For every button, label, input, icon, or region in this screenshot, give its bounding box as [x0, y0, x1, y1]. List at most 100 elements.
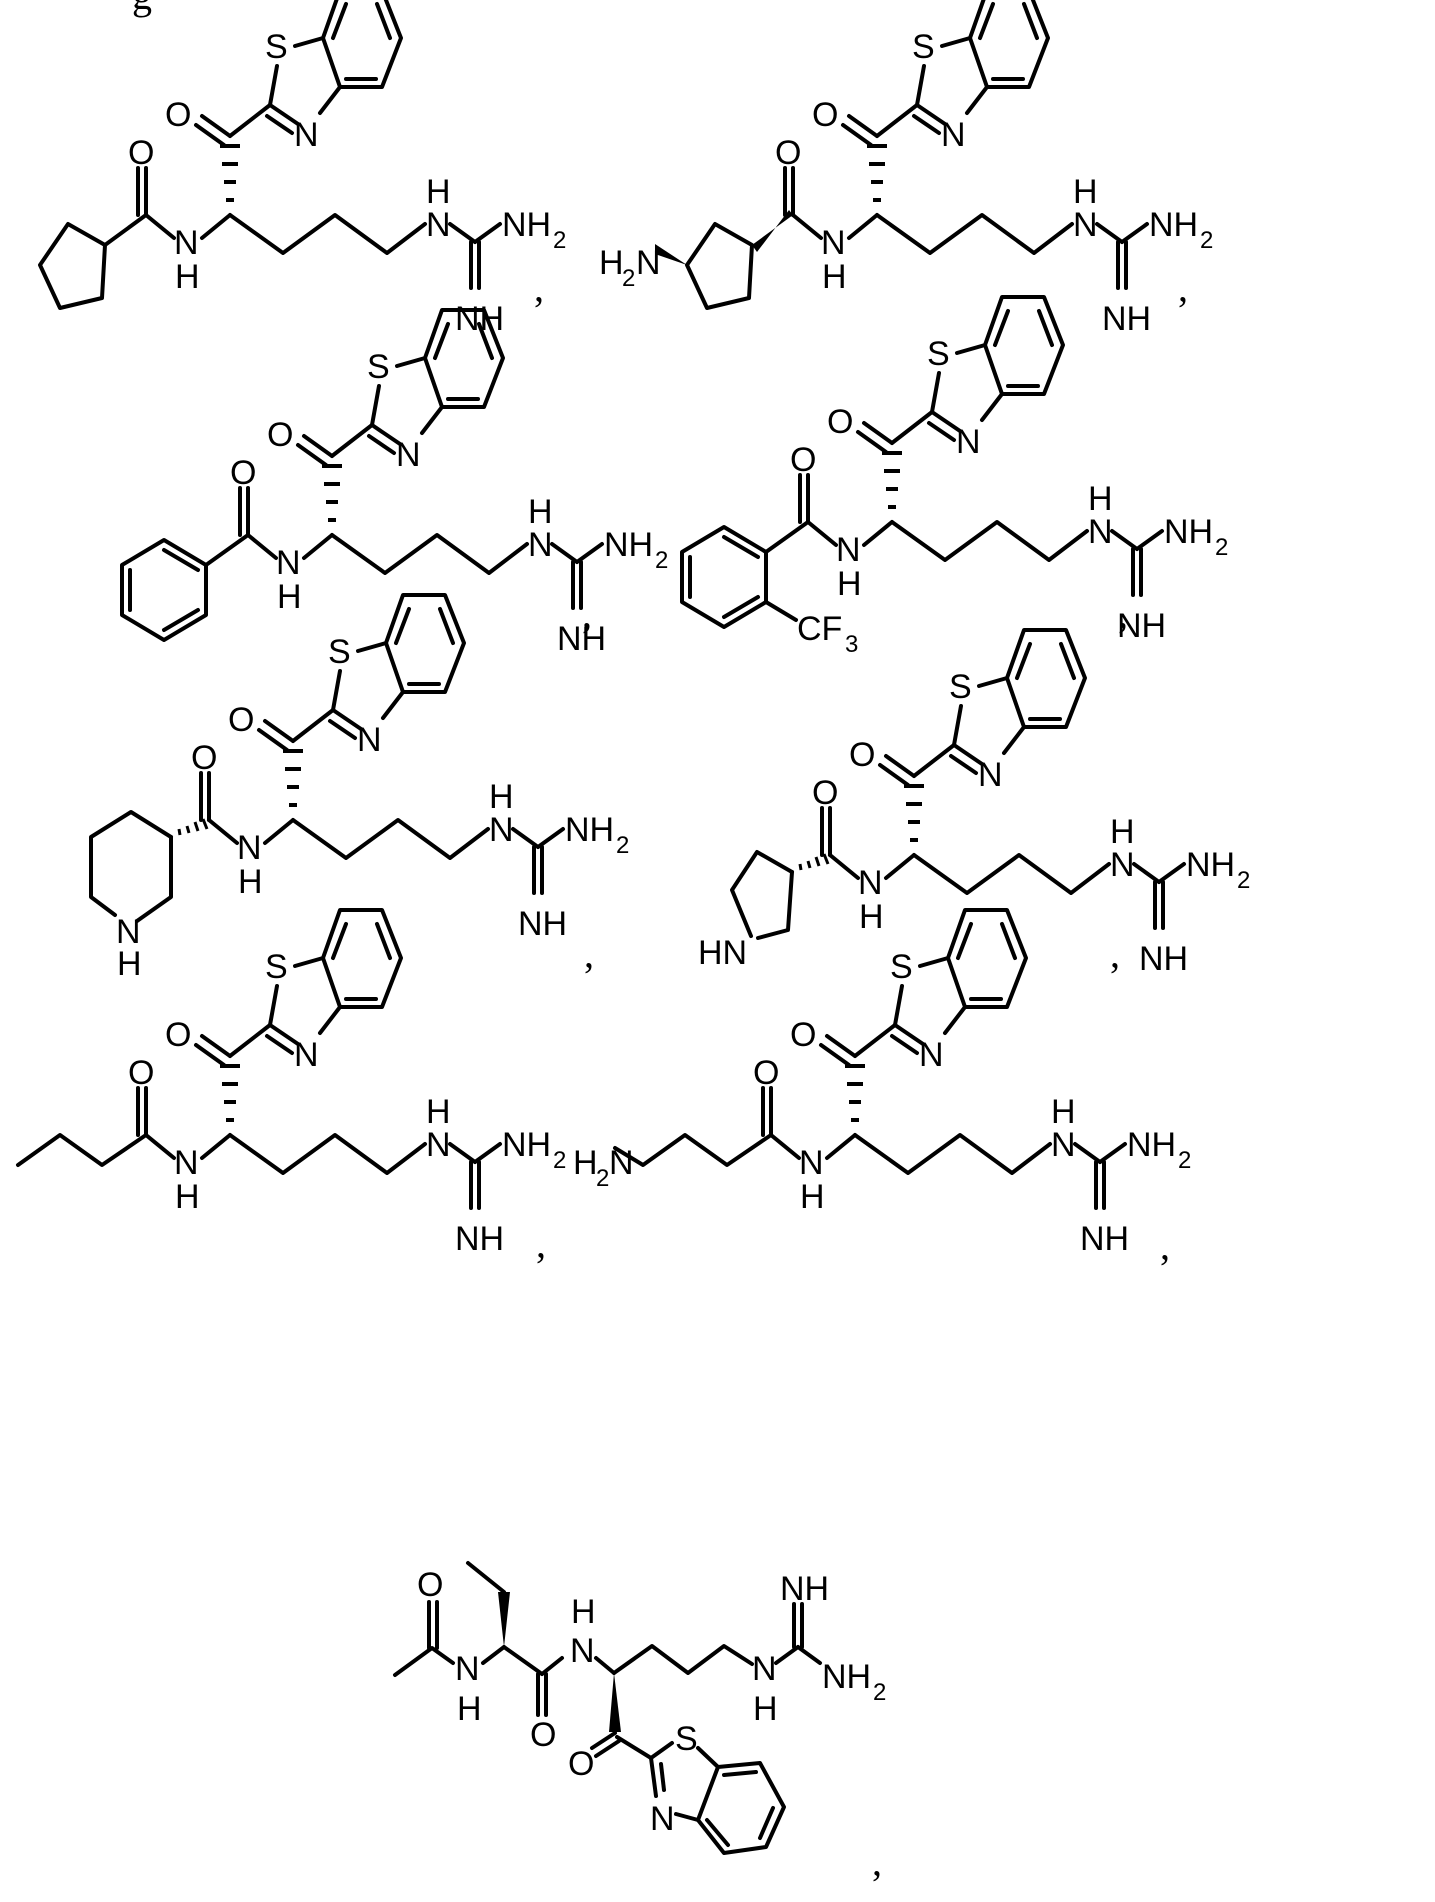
imine-nh-label: NH [1080, 1220, 1129, 1258]
sulfur-label: S [265, 948, 288, 986]
cf3-label: CF [797, 610, 842, 648]
sulfur-label: S [927, 335, 950, 373]
h2n-label: N [609, 1144, 634, 1182]
amide-oxygen-label: O [812, 774, 838, 812]
piperidine-h-label: H [117, 945, 142, 983]
thiazole-nitrogen-label: N [294, 1036, 319, 1074]
h2n-h-label: H [573, 1144, 598, 1182]
amide2-hydrogen-label: H [571, 1593, 596, 1631]
amide-nitrogen-label: N [858, 864, 883, 902]
separator-comma: , [584, 930, 594, 977]
guanidine-h-label: H [1073, 173, 1098, 211]
subscript-2: 2 [1237, 867, 1250, 894]
amide-nitrogen-label: N [836, 531, 861, 569]
amide-nitrogen-label: N [174, 1144, 199, 1182]
guanidine-nh-label: N [426, 1126, 451, 1164]
thiazole-nitrogen-label: N [357, 721, 382, 759]
amide2-oxygen-label: O [530, 1716, 556, 1754]
sulfur-label: S [949, 668, 972, 706]
guanidine-nh-label: N [528, 526, 553, 564]
guanidine-h-label: H [528, 493, 553, 531]
subscript-2: 2 [655, 547, 668, 574]
ketone-oxygen-label: O [849, 736, 875, 774]
separator-comma: , [1118, 590, 1128, 637]
separator-comma: , [1178, 264, 1188, 311]
ketone-oxygen-label: O [165, 96, 191, 134]
subscript-2: 2 [1200, 227, 1213, 254]
ketone-oxygen-label: O [827, 403, 853, 441]
compound-2-structure: H 2 N O N H O S N N H NH 2 NH [680, 0, 1435, 340]
amide-nitrogen-label: N [276, 544, 301, 582]
nh2-label: NH [604, 526, 653, 564]
ketone-oxygen-label: O [812, 96, 838, 134]
amide-hydrogen-label: H [837, 565, 862, 603]
thiazole-nitrogen-label: N [956, 423, 981, 461]
thiazole-nitrogen-label: N [396, 436, 421, 474]
guanidine-h-label: H [1110, 813, 1135, 851]
subscript-2: 2 [873, 1679, 886, 1706]
amide-oxygen-label: O [128, 134, 154, 172]
sulfur-label: S [890, 948, 913, 986]
thiazole-nitrogen-label: N [294, 116, 319, 154]
amide-nitrogen-label: N [237, 829, 262, 867]
guanidine-nh-label: N [426, 206, 451, 244]
subscript-2: 2 [622, 265, 635, 292]
amide-oxygen-label: O [128, 1054, 154, 1092]
guanidine-h-label: H [1088, 480, 1113, 518]
ketone-oxygen-label: O [568, 1745, 594, 1783]
amide2-nitrogen-label: N [570, 1632, 595, 1670]
ketone-oxygen-label: O [790, 1016, 816, 1054]
amide-oxygen-label: O [790, 441, 816, 479]
nh2-label: NH [1186, 846, 1235, 884]
h2n-label: N [636, 244, 661, 282]
amide-hydrogen-label: H [800, 1178, 825, 1216]
imine-nh-label: NH [455, 300, 504, 338]
subscript-2: 2 [553, 227, 566, 254]
nh2-label: NH [1149, 206, 1198, 244]
acetyl-oxygen-label: O [417, 1566, 443, 1604]
amide-oxygen-label: O [775, 134, 801, 172]
thiazole-nitrogen-label: N [650, 1800, 675, 1838]
subscript-2: 2 [1178, 1147, 1191, 1174]
pyrrolidine-nh-label: HN [698, 934, 747, 972]
ketone-oxygen-label: O [228, 701, 254, 739]
guanidine-h-label: H [426, 173, 451, 211]
separator-comma: , [1110, 930, 1120, 977]
guanidine-nh-label: N [489, 811, 514, 849]
sulfur-label: S [367, 348, 390, 386]
ketone-oxygen-label: O [267, 416, 293, 454]
amide-nitrogen-label: N [799, 1144, 824, 1182]
amide-oxygen-label: O [191, 739, 217, 777]
amide-hydrogen-label: H [175, 1178, 200, 1216]
sulfur-label: S [328, 633, 351, 671]
sulfur-label: S [912, 28, 935, 66]
thiazole-nitrogen-label: N [919, 1036, 944, 1074]
subscript-2: 2 [596, 1165, 609, 1192]
amide-oxygen-label: O [753, 1054, 779, 1092]
guanidine-h-label: H [1051, 1093, 1076, 1131]
sulfur-label: S [265, 28, 288, 66]
compound-1-structure: O N H O S N N H NH 2 NH [0, 0, 700, 340]
imine-nh-label: NH [455, 1220, 504, 1258]
separator-comma: , [872, 1838, 882, 1885]
guanidine-nh-label: N [1051, 1126, 1076, 1164]
separator-comma: , [534, 264, 544, 311]
compound-6-structure: HN O N H O S N N H NH 2 NH [700, 660, 1435, 1020]
guanidine-nh-label: N [1088, 513, 1113, 551]
amide-hydrogen-label: H [822, 258, 847, 296]
guanidine-h-label: H [426, 1093, 451, 1131]
subscript-2: 2 [616, 832, 629, 859]
amide-hydrogen-label: H [859, 898, 884, 936]
nh2-label: NH [1127, 1126, 1176, 1164]
imine-nh-label: NH [518, 905, 567, 943]
compound-9-structure: O N H O N H O S N N H [380, 1520, 1080, 1902]
compound-5-structure: N H O N H O S N N H NH 2 NH [60, 640, 700, 1000]
guanidine-h-label: H [753, 1690, 778, 1728]
guanidine-h-label: H [489, 778, 514, 816]
nh2-label: NH [502, 206, 551, 244]
nh2-label: NH [1164, 513, 1213, 551]
separator-comma: , [1160, 1222, 1170, 1269]
amide-hydrogen-label: H [238, 863, 263, 901]
amide1-hydrogen-label: H [457, 1690, 482, 1728]
guanidine-nh-label: N [752, 1650, 777, 1688]
